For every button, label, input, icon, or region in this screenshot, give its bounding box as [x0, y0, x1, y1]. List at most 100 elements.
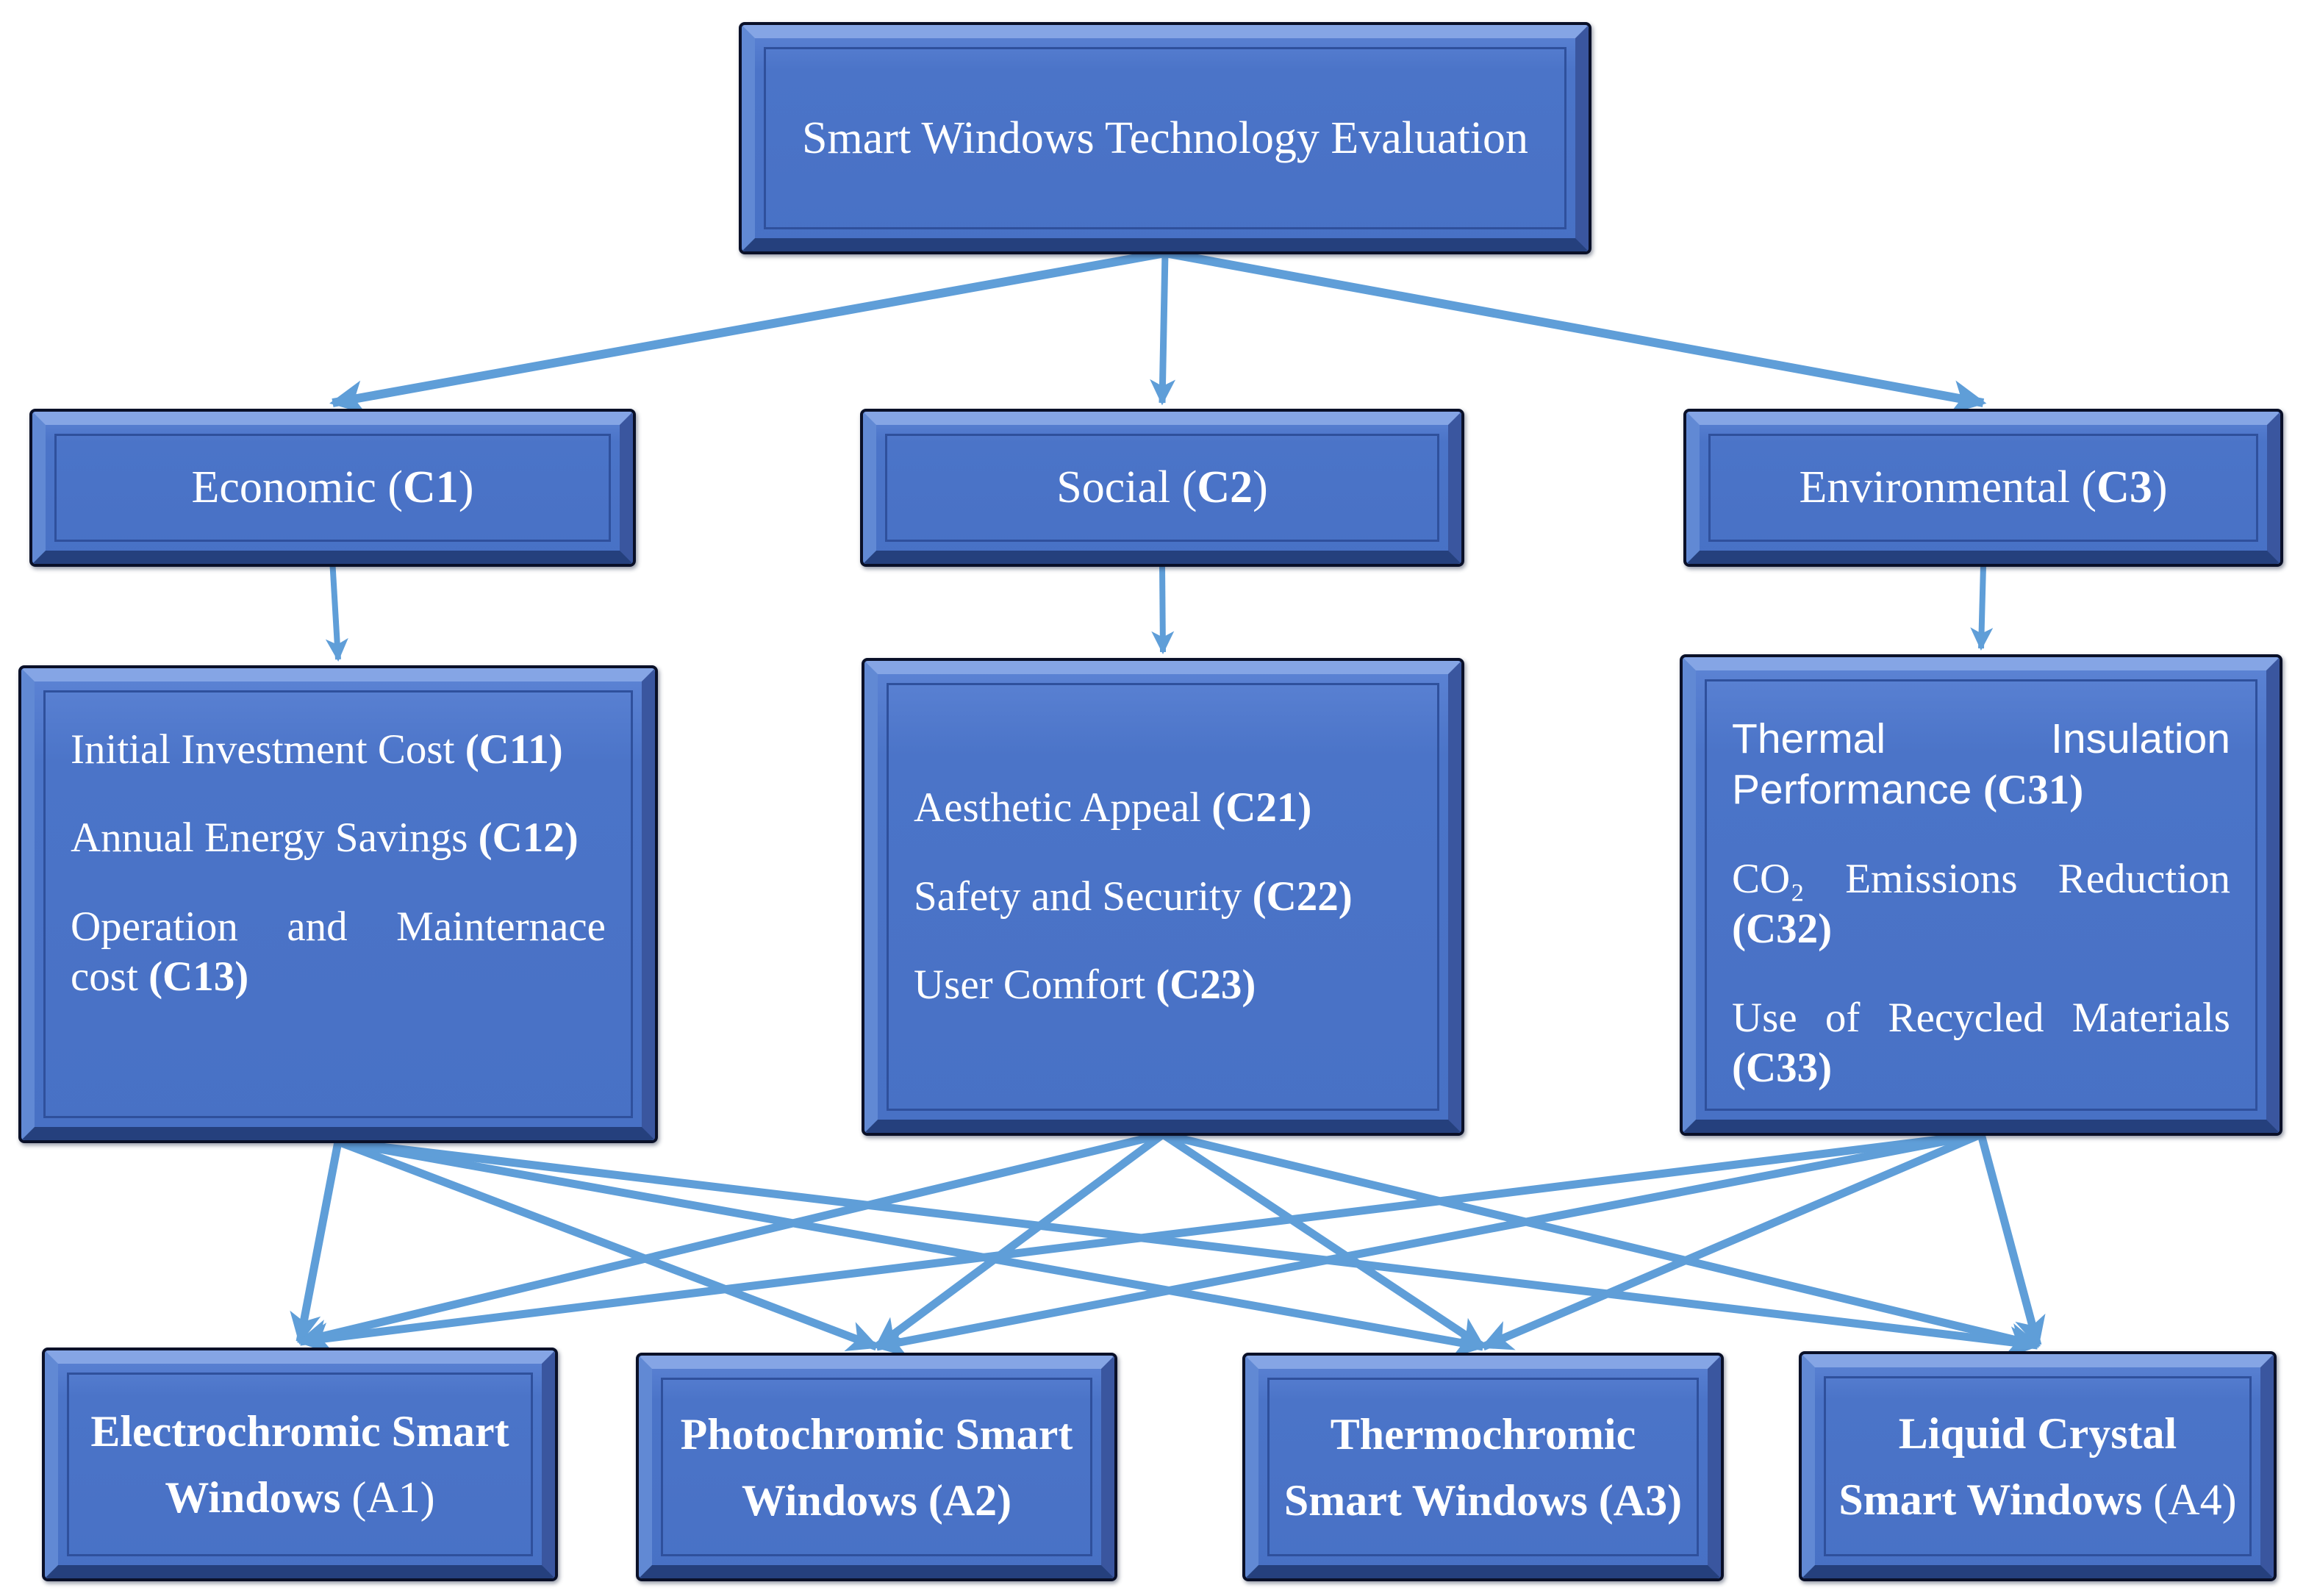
criterion-social-bevel: Social (C2)	[863, 412, 1461, 564]
edge-arrow-c2sub-a1	[297, 1130, 1164, 1350]
label-segment: )	[2152, 462, 2168, 512]
goal-box: Smart Windows Technology Evaluation	[739, 22, 1591, 254]
criterion-economic-box: Economic (C1)	[29, 409, 636, 567]
label-segment: (A1)	[340, 1473, 435, 1522]
label-segment: C1	[403, 462, 459, 512]
edge-arrow-c1sub-a3	[337, 1137, 1486, 1358]
alternative-liquid-crystal-label: Liquid Crystal Smart Windows (A4)	[1826, 1400, 2249, 1533]
label-segment: (C21)	[1211, 784, 1312, 831]
alternative-thermochromic-bevel: Thermochromic Smart Windows (A3)	[1245, 1356, 1721, 1578]
criterion-social-box: Social (C2)	[860, 409, 1464, 567]
label-segment: Environmental (	[1799, 462, 2097, 512]
label-segment: User Comfort	[914, 962, 1156, 1009]
edge-arrow-c3-c3sub	[1970, 565, 1994, 651]
environmental-subcriteria-face: Thermal Insulation Performance (C31) CO₂ …	[1705, 679, 2257, 1111]
edge-arrow-c2sub-a2	[874, 1131, 1166, 1350]
label-segment: Smart Windows Technology Evaluation	[802, 112, 1528, 163]
label-segment: (C23)	[1156, 962, 1256, 1009]
subcriteria-item: Safety and Security (C22)	[914, 872, 1412, 922]
criterion-environmental-bevel: Environmental (C3)	[1686, 412, 2280, 564]
social-subcriteria-face: Aesthetic Appeal (C21) Safety and Securit…	[887, 683, 1439, 1111]
alternative-liquid-crystal-box: Liquid Crystal Smart Windows (A4)	[1799, 1351, 2277, 1581]
alternative-thermochromic-box: Thermochromic Smart Windows (A3)	[1242, 1353, 1724, 1581]
subcriteria-item: CO₂ Emissions Reduction (C32)	[1732, 854, 2230, 955]
edge-arrow-c2sub-a3	[1160, 1131, 1486, 1350]
subcriteria-item: Aesthetic Appeal (C21)	[914, 783, 1412, 833]
economic-subcriteria-face: Initial Investment Cost (C11) Annual Ener…	[43, 690, 633, 1118]
edge-arrow-c3sub-a3	[1480, 1130, 1983, 1351]
edge-arrow-goal-c3	[1164, 248, 1987, 415]
edge-arrow-c1sub-a1	[290, 1140, 343, 1345]
social-subcriteria-bevel: Aesthetic Appeal (C21) Safety and Securit…	[864, 661, 1461, 1133]
alternative-thermochromic-face: Thermochromic Smart Windows (A3)	[1267, 1378, 1699, 1556]
label-segment: C3	[2096, 462, 2152, 512]
label-segment: Aesthetic Appeal	[914, 784, 1212, 831]
label-segment: (C12)	[478, 815, 579, 862]
label-segment: )	[1253, 462, 1268, 512]
edge-arrow-c3sub-a4	[1977, 1133, 2046, 1348]
edge-arrow-goal-c1	[329, 248, 1167, 415]
environmental-subcriteria-box: Thermal Insulation Performance (C31) CO₂ …	[1680, 654, 2282, 1136]
label-segment: Annual Energy Savings	[71, 815, 479, 862]
alternative-electrochromic-face: Electrochromic Smart Windows (A1)	[67, 1373, 533, 1556]
edge-arrow-c2-c2sub	[1151, 565, 1175, 654]
label-segment: Economic (	[191, 462, 404, 512]
label-segment: C2	[1197, 462, 1253, 512]
subcriteria-item: Operation and Mainternace cost (C13)	[71, 902, 606, 1003]
label-segment: Safety and Security	[914, 873, 1253, 920]
label-segment: Thermal Insulation Performance	[1732, 715, 2230, 814]
edge-arrow-c2sub-a4	[1161, 1130, 2041, 1354]
criterion-economic-label: Economic (C1)	[57, 462, 609, 514]
label-segment: (C13)	[148, 953, 249, 1001]
subcriteria-item: Initial Investment Cost (C11)	[71, 725, 606, 775]
label-segment: Liquid Crystal Smart Windows	[1838, 1409, 2177, 1524]
subcriteria-item: Use of Recycled Materials (C33)	[1732, 993, 2230, 1094]
edge-arrow-c1sub-a2	[337, 1137, 880, 1352]
criterion-environmental-label: Environmental (C3)	[1711, 462, 2256, 514]
label-segment: Operation and Mainternace cost	[71, 903, 606, 1001]
label-segment: (A4)	[2142, 1475, 2237, 1524]
economic-subcriteria-box: Initial Investment Cost (C11) Annual Ener…	[18, 665, 658, 1143]
goal-box-bevel: Smart Windows Technology Evaluation	[742, 25, 1589, 251]
subcriteria-item: Thermal Insulation Performance (C31)	[1732, 714, 2230, 816]
label-segment: (C22)	[1252, 873, 1353, 920]
alternative-liquid-crystal-face: Liquid Crystal Smart Windows (A4)	[1824, 1376, 2252, 1556]
alternative-liquid-crystal-bevel: Liquid Crystal Smart Windows (A4)	[1802, 1354, 2274, 1578]
alternative-thermochromic-label: Thermochromic Smart Windows (A3)	[1270, 1401, 1697, 1534]
label-segment: Thermochromic Smart Windows (A3)	[1283, 1409, 1683, 1525]
label-segment: (C33)	[1732, 1044, 1833, 1091]
criterion-economic-bevel: Economic (C1)	[32, 412, 633, 564]
edge-arrow-goal-c2	[1150, 252, 1176, 406]
alternative-electrochromic-box: Electrochromic Smart Windows (A1)	[42, 1348, 558, 1581]
criterion-social-label: Social (C2)	[887, 462, 1437, 514]
label-segment: )	[458, 462, 474, 512]
subcriteria-item: Annual Energy Savings (C12)	[71, 813, 606, 863]
criterion-environmental-face: Environmental (C3)	[1708, 434, 2258, 542]
alternative-photochromic-bevel: Photochromic Smart Windows (A2)	[639, 1356, 1114, 1578]
label-segment: Electrochromic Smart Windows	[90, 1407, 509, 1522]
environmental-subcriteria-bevel: Thermal Insulation Performance (C31) CO₂ …	[1683, 657, 2280, 1133]
criterion-environmental-box: Environmental (C3)	[1683, 409, 2283, 567]
alternative-photochromic-box: Photochromic Smart Windows (A2)	[636, 1353, 1117, 1581]
edge-arrow-c1-c1sub	[325, 565, 348, 662]
label-segment: Initial Investment Cost	[71, 726, 465, 773]
criterion-social-face: Social (C2)	[885, 434, 1439, 542]
label-segment: (C11)	[465, 726, 563, 773]
alternative-photochromic-label: Photochromic Smart Windows (A2)	[663, 1401, 1090, 1534]
subcriteria-item: User Comfort (C23)	[914, 960, 1412, 1010]
social-subcriteria-box: Aesthetic Appeal (C21) Safety and Securit…	[862, 658, 1464, 1136]
alternative-electrochromic-bevel: Electrochromic Smart Windows (A1)	[45, 1350, 555, 1578]
alternative-electrochromic-label: Electrochromic Smart Windows (A1)	[69, 1398, 531, 1531]
goal-box-face: Smart Windows Technology Evaluation	[764, 47, 1566, 229]
label-segment: (C32)	[1732, 906, 1833, 953]
edge-arrow-c3sub-a1	[296, 1130, 1982, 1354]
label-segment: CO₂ Emissions Reduction	[1732, 855, 2230, 902]
economic-subcriteria-bevel: Initial Investment Cost (C11) Annual Ener…	[21, 668, 655, 1140]
label-segment: Photochromic Smart Windows (A2)	[680, 1409, 1073, 1525]
label-segment: Social (	[1056, 462, 1197, 512]
alternative-photochromic-face: Photochromic Smart Windows (A2)	[661, 1378, 1092, 1556]
label-segment: (C31)	[1983, 767, 2084, 814]
goal-label: Smart Windows Technology Evaluation	[766, 112, 1564, 165]
